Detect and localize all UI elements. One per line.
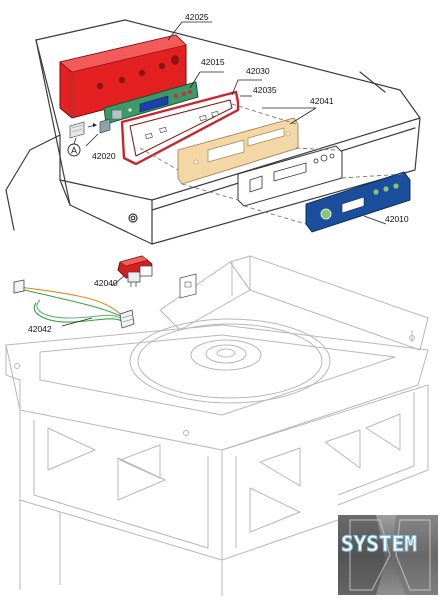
insulation-plate (177, 117, 299, 185)
wire-harness (13, 279, 135, 329)
upper-housing-outline (5, 19, 421, 245)
support-frame (120, 90, 240, 166)
control-label-overlay (305, 171, 411, 233)
label-42025: 42025 (185, 12, 209, 22)
label-42035: 42035 (253, 85, 277, 95)
watermark-text: SYSTEM (341, 532, 417, 556)
system-watermark-logo: SYSTEM (338, 515, 438, 595)
label-42042: 42042 (28, 324, 52, 334)
label-42010: 42010 (385, 214, 409, 224)
switch-bracket (179, 273, 197, 299)
mounting-pins (145, 110, 219, 140)
connector-plug (69, 118, 111, 139)
callout-a-letter: A (71, 145, 77, 155)
label-42015: 42015 (201, 57, 225, 67)
callout-a: A (67, 137, 81, 157)
assembly-guide-lines (139, 103, 405, 225)
label-42040: 42040 (94, 278, 118, 288)
lower-cabinet-outline (5, 255, 429, 596)
leader-lines (61, 21, 387, 327)
door-switch (117, 255, 153, 287)
label-42041: 42041 (310, 96, 334, 106)
label-42020: 42020 (92, 151, 116, 161)
upper-housing-red (59, 34, 187, 119)
label-42030: 42030 (246, 66, 270, 76)
part-labels: 42025 42015 42030 42035 42041 42020 4201… (28, 12, 409, 334)
display-pcb (103, 81, 199, 125)
